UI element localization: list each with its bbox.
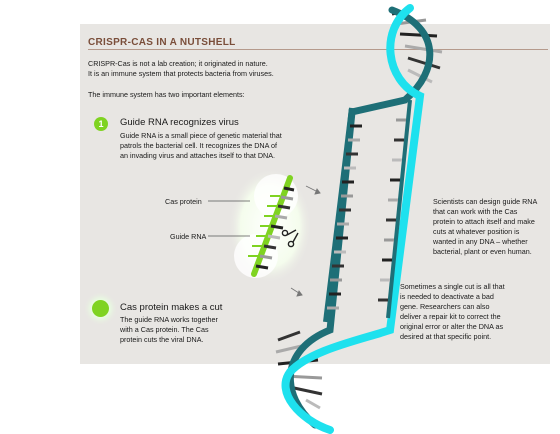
arrow-icon — [290, 185, 321, 297]
step-1-badge: 1 — [94, 117, 108, 131]
opened-dna-section — [323, 99, 412, 323]
element-1-line-3: an invading virus and attaches itself to… — [120, 151, 276, 160]
right-text-1-line-6: bacterial, plant or even human. — [433, 247, 532, 256]
scissors-icon — [281, 229, 299, 248]
right-text-2-line-2: is needed to deactivate a bad — [400, 292, 494, 301]
intro-line-2: It is an immune system that protects bac… — [88, 69, 274, 78]
title-divider — [88, 49, 548, 50]
right-text-2-line-1: Sometimes a single cut is all that — [400, 282, 505, 291]
right-text-2-line-6: desired at that specific point. — [400, 332, 492, 341]
element-1-heading: Guide RNA recognizes virus — [120, 117, 239, 128]
element-2-line-3: protein cuts the viral DNA. — [120, 335, 204, 344]
element-2-line-2: with a Cas protein. The Cas — [120, 325, 209, 334]
right-text-1-line-2: that can work with the Cas — [433, 207, 518, 216]
element-1-line-1: Guide RNA is a small piece of genetic ma… — [120, 131, 282, 140]
element-2-heading: Cas protein makes a cut — [120, 302, 223, 313]
right-text-1-line-4: cuts at whatever position is — [433, 227, 520, 236]
cas-protein-label: Cas protein — [165, 197, 202, 206]
right-text-2-line-5: original error or alter the DNA as — [400, 322, 504, 331]
bottom-base-pairs — [275, 330, 323, 410]
right-text-1-line-3: protein to attach itself and make — [433, 217, 535, 226]
right-text-1-line-5: wanted in any DNA – whether — [433, 237, 528, 246]
right-text-2-line-4: deliver a repair kit to correct the — [400, 312, 501, 321]
intro-line-1: CRISPR-Cas is not a lab creation; it ori… — [88, 59, 268, 68]
step-2-badge — [92, 300, 109, 317]
element-1-line-2: patrols the bacterial cell. It recognize… — [120, 141, 278, 150]
element-2-line-1: The guide RNA works together — [120, 315, 218, 324]
guide-rna-complex — [248, 175, 295, 277]
dna-strand-cyan — [281, 4, 425, 434]
right-text-1-line-1: Scientists can design guide RNA — [433, 197, 538, 206]
intro-line-3: The immune system has two important elem… — [88, 90, 245, 99]
page-title: CRISPR-CAS IN A NUTSHELL — [88, 37, 236, 48]
right-text-2-line-3: gene. Researchers can also — [400, 302, 490, 311]
guide-rna-label: Guide RNA — [170, 232, 207, 241]
